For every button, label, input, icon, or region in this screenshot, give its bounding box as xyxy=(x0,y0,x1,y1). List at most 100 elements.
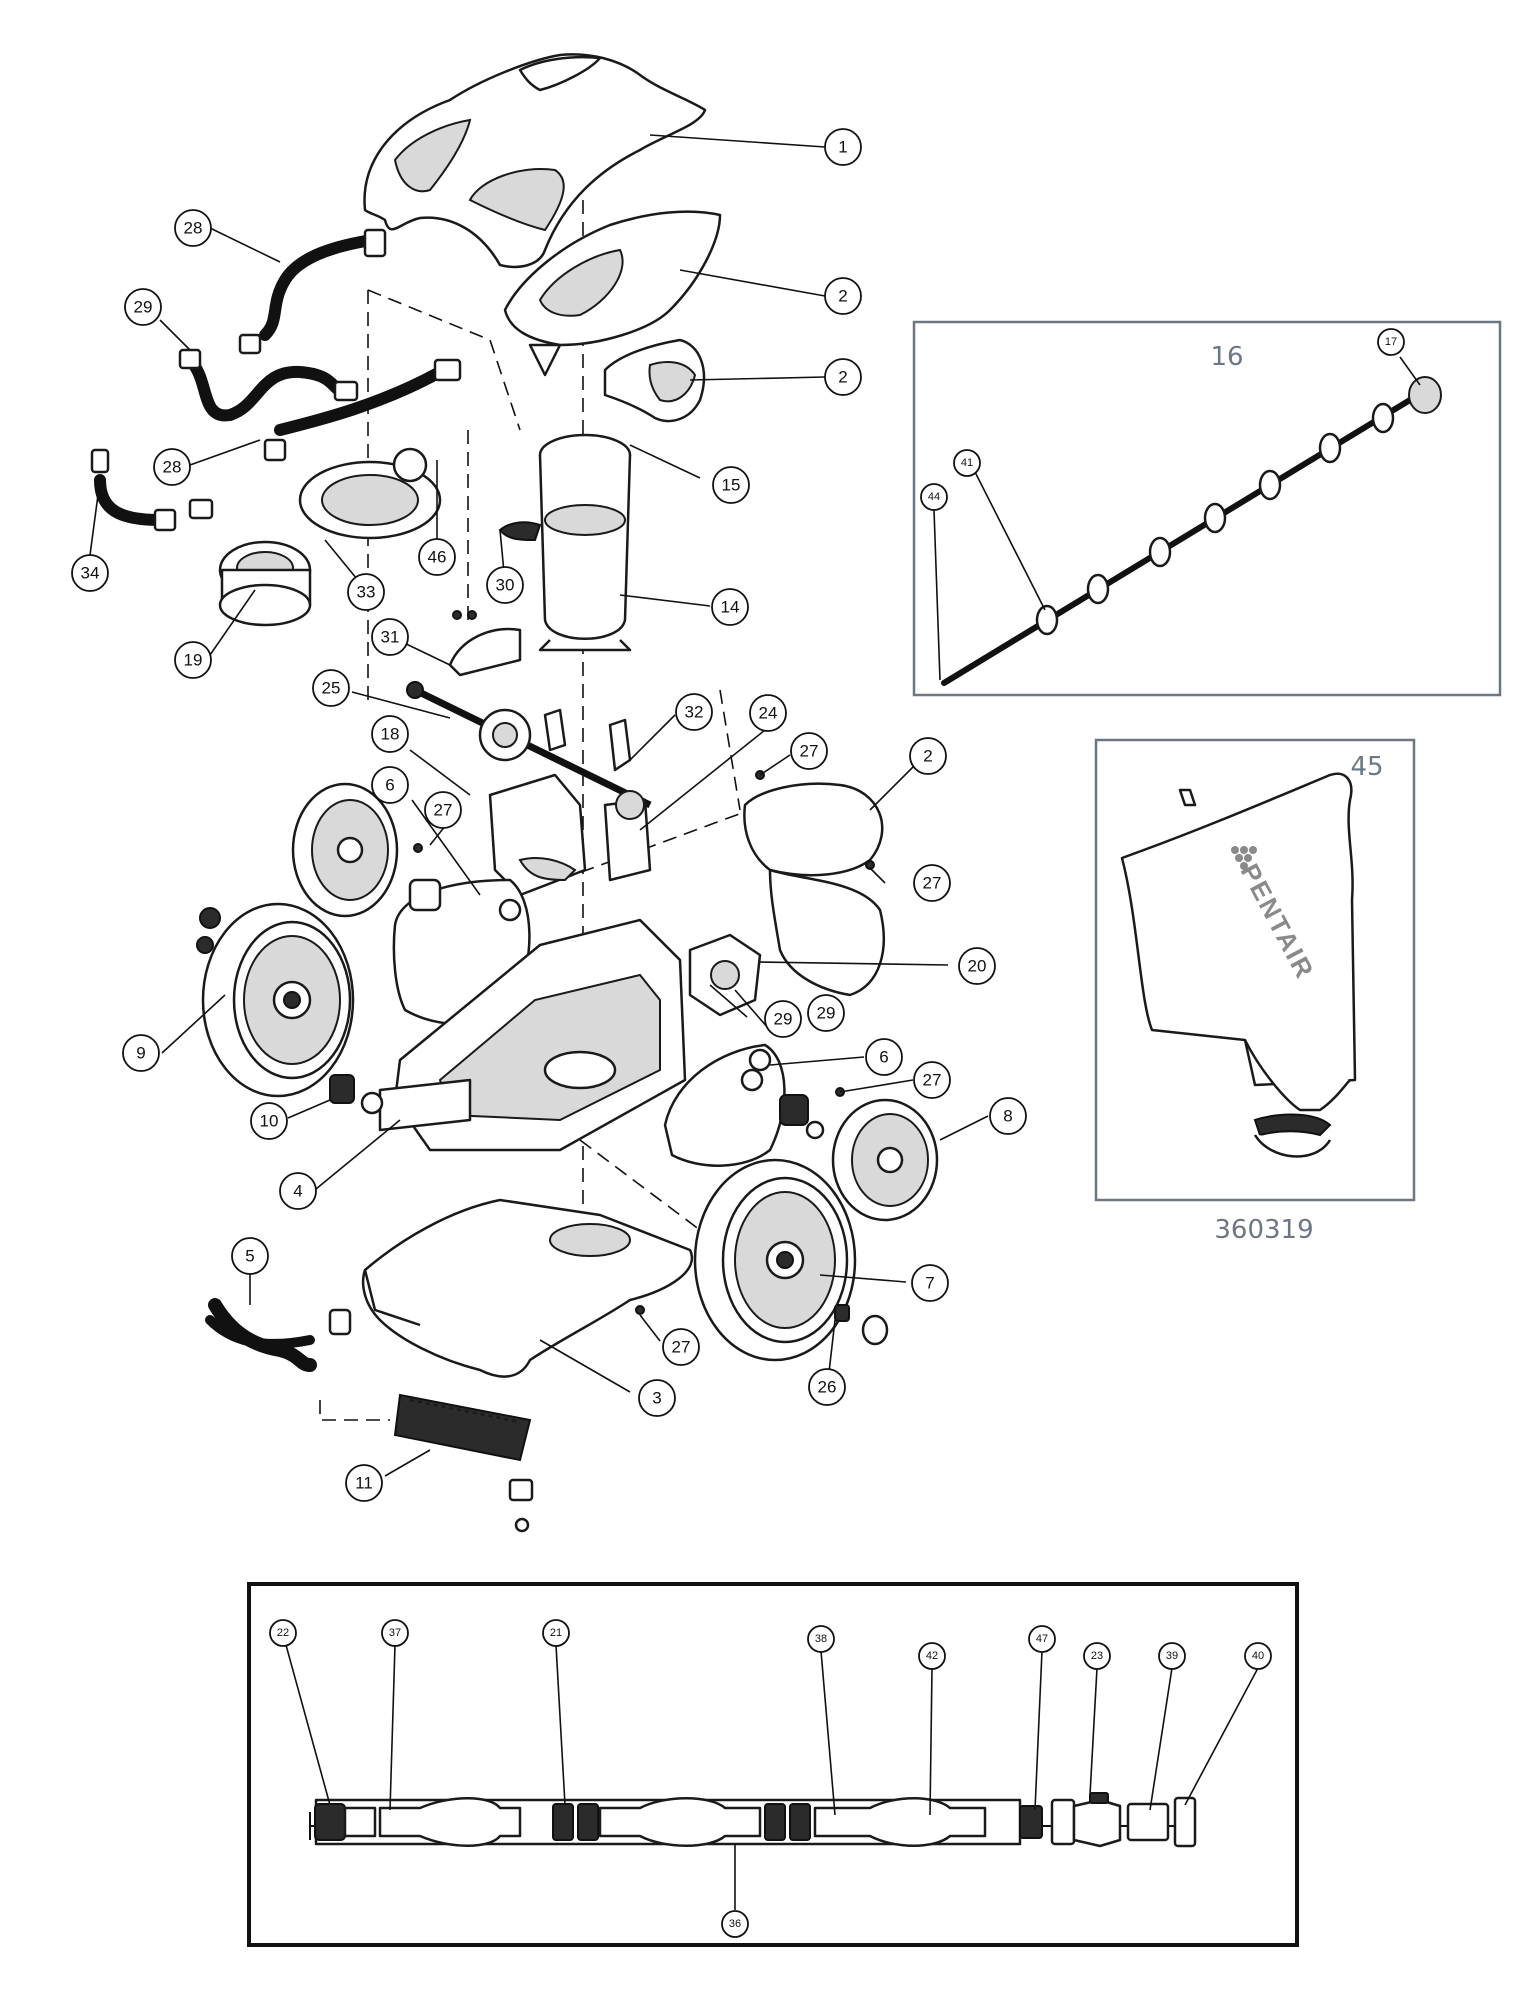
callout-label: 32 xyxy=(685,703,704,722)
callout-item: 19 xyxy=(174,641,212,679)
callout-item: 38 xyxy=(807,1625,835,1653)
callout-label: 3 xyxy=(652,1389,661,1408)
callout-item: 32 xyxy=(675,693,713,731)
callout-item: 10 xyxy=(250,1102,288,1140)
callout-label: 24 xyxy=(759,704,778,723)
inset-45-title: 45 xyxy=(1350,752,1383,782)
callout-item: 42 xyxy=(918,1642,946,1670)
part-cap xyxy=(834,1304,889,1346)
callout-label: 6 xyxy=(385,776,394,795)
part-wheel-left-large xyxy=(201,902,355,1098)
callout-label: 27 xyxy=(800,742,819,761)
callout-label: 29 xyxy=(774,1010,793,1029)
callout-item: 5 xyxy=(231,1237,269,1275)
callout-label: 33 xyxy=(357,583,376,602)
part-gearbox xyxy=(488,773,587,897)
callout-item: 22 xyxy=(269,1619,297,1647)
part-turbine-housing xyxy=(218,447,442,627)
part-number-label: 360319 xyxy=(1214,1215,1313,1245)
part-cylinder xyxy=(498,433,632,652)
callout-label: 4 xyxy=(293,1182,302,1201)
part-valve xyxy=(543,708,652,882)
callout-label: 27 xyxy=(434,801,453,820)
callout-label: 2 xyxy=(838,368,847,387)
main-exploded-view: 1 2 2 28 29 28 15 34 46 33 30 14 19 31 2… xyxy=(71,53,1027,1533)
callout-label: 1 xyxy=(838,138,847,157)
callout-label: 29 xyxy=(817,1004,836,1023)
callout-label: 41 xyxy=(961,457,973,469)
callout-item: 4 xyxy=(279,1172,317,1210)
callout-label: 20 xyxy=(968,957,987,976)
callout-label: 31 xyxy=(381,628,400,647)
callout-label: 40 xyxy=(1252,1650,1264,1662)
callout-label: 2 xyxy=(923,747,932,766)
callout-label: 27 xyxy=(923,874,942,893)
hose-callouts: 22 37 21 38 42 47 23 39 40 36 xyxy=(269,1619,1272,1938)
part-front-shell xyxy=(503,210,722,377)
callout-item: 30 xyxy=(486,566,524,604)
part-top-cover xyxy=(363,53,707,269)
callout-item: 1 xyxy=(824,128,862,166)
callout-item: 11 xyxy=(345,1464,383,1502)
callout-item: 2 xyxy=(909,737,947,775)
callout-item: 27 xyxy=(913,864,951,902)
callout-item: 18 xyxy=(371,715,409,753)
callout-label: 17 xyxy=(1385,336,1397,348)
callout-label: 34 xyxy=(81,564,100,583)
part-wheel-right-large xyxy=(693,1158,857,1362)
callout-item: 24 xyxy=(749,694,787,732)
callout-label: 28 xyxy=(163,458,182,477)
callout-label: 37 xyxy=(389,1627,401,1639)
callout-item: 37 xyxy=(381,1619,409,1647)
callout-label: 30 xyxy=(496,576,515,595)
callout-item: 33 xyxy=(347,573,385,611)
callout-label: 14 xyxy=(721,598,740,617)
callout-item: 7 xyxy=(911,1264,949,1302)
callout-label: 21 xyxy=(550,1627,562,1639)
callout-label: 8 xyxy=(1003,1107,1012,1126)
callout-label: 47 xyxy=(1036,1633,1048,1645)
callout-label: 28 xyxy=(184,219,203,238)
callout-label: 22 xyxy=(277,1627,289,1639)
inset-16-shaft: 16 17 41 44 xyxy=(912,320,1502,697)
callout-item: 2 xyxy=(824,277,862,315)
callout-item: 41 xyxy=(953,449,981,477)
main-callouts: 1 2 2 28 29 28 15 34 46 33 30 14 19 31 2… xyxy=(71,128,1027,1502)
pentair-logo-mark xyxy=(1231,846,1257,870)
callout-item: 44 xyxy=(920,483,948,511)
callout-label: 39 xyxy=(1166,1650,1178,1662)
callout-label: 36 xyxy=(729,1918,741,1930)
callout-item: 17 xyxy=(1377,328,1405,356)
callout-item: 29 xyxy=(764,1000,802,1038)
callout-item: 6 xyxy=(865,1038,903,1076)
part-side-plate-right xyxy=(663,1043,825,1167)
callout-item: 27 xyxy=(913,1061,951,1099)
callout-item: 36 xyxy=(721,1910,749,1938)
callout-item: 8 xyxy=(989,1097,1027,1135)
callout-item: 47 xyxy=(1028,1625,1056,1653)
shaft-bushings xyxy=(1035,376,1442,636)
callout-item: 29 xyxy=(807,994,845,1032)
callout-item: 39 xyxy=(1158,1642,1186,1670)
callout-label: 26 xyxy=(818,1378,837,1397)
callout-item: 29 xyxy=(124,288,162,326)
part-bottom-base xyxy=(361,1198,694,1378)
callout-label: 2 xyxy=(838,287,847,306)
hose-assembly-box: 22 37 21 38 42 47 23 39 40 36 xyxy=(247,1582,1299,1947)
callout-label: 23 xyxy=(1091,1650,1103,1662)
callout-item: 27 xyxy=(662,1328,700,1366)
callout-label: 18 xyxy=(381,725,400,744)
callout-item: 15 xyxy=(712,466,750,504)
part-wheel-left-small xyxy=(291,782,442,918)
callout-item: 46 xyxy=(418,538,456,576)
part-wheel-right-small xyxy=(831,1098,939,1222)
part-screws xyxy=(196,610,875,1315)
callout-label: 7 xyxy=(925,1274,934,1293)
callout-item: 6 xyxy=(371,766,409,804)
part-rear-shell xyxy=(603,338,706,423)
callout-label: 11 xyxy=(355,1474,373,1493)
callout-label: 19 xyxy=(184,651,203,670)
callout-item: 31 xyxy=(371,618,409,656)
